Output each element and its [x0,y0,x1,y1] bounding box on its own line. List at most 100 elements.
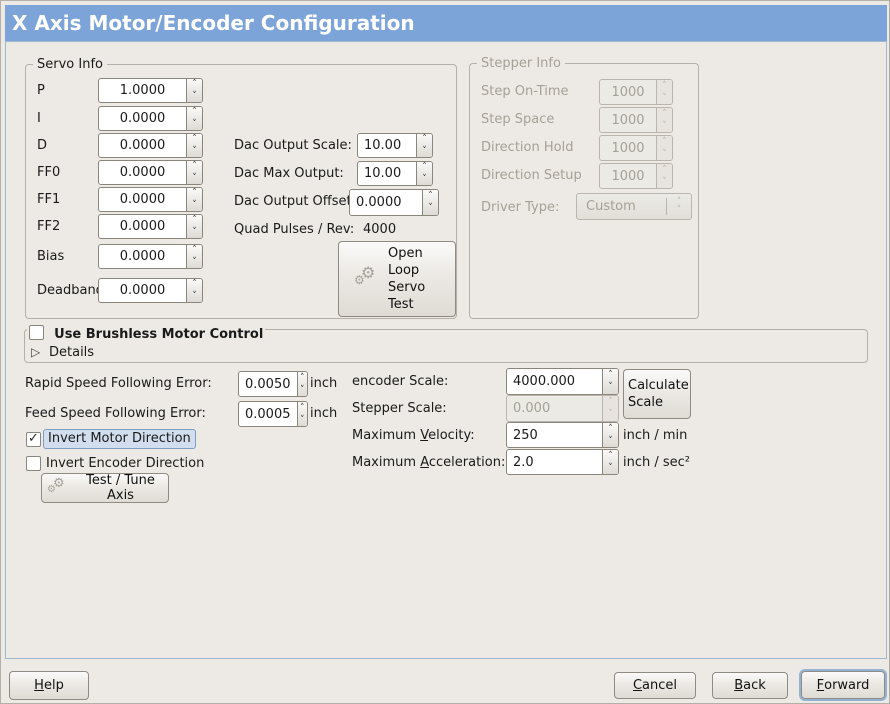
use-brushless-checkbox[interactable] [29,325,44,340]
invert-encoder-label[interactable]: Invert Encoder Direction [46,456,205,471]
d-value[interactable]: 0.0000 [119,138,166,153]
label-driver-type: Driver Type: [481,200,560,215]
use-brushless-label[interactable]: Use Brushless Motor Control [54,327,264,342]
spin-up-icon[interactable] [298,402,308,414]
ff0-spinbox[interactable]: 0.0000 [98,160,203,185]
rapid-following-error-spinbox[interactable]: 0.0050 [238,371,308,397]
spin-up-icon[interactable] [187,79,202,91]
spin-down-icon[interactable] [187,119,202,131]
spin-up-icon[interactable] [187,107,202,119]
details-label[interactable]: Details [49,345,95,360]
i-value[interactable]: 0.0000 [119,111,166,126]
invert-motor-checkbox[interactable]: ✓ [26,432,41,447]
spin-down-icon[interactable] [187,291,202,303]
dac-output-scale-arrows[interactable] [416,134,432,157]
invert-motor-label[interactable]: Invert Motor Direction [43,429,196,449]
ff1-spinbox[interactable]: 0.0000 [98,187,203,212]
deadband-spinbox[interactable]: 0.0000 [98,278,203,303]
feed-following-error-arrows[interactable] [296,402,308,426]
ff1-spin-arrows[interactable] [186,188,202,211]
spin-up-icon[interactable] [187,188,202,200]
dac-max-output-arrows[interactable] [416,162,432,185]
ff1-value[interactable]: 0.0000 [119,192,166,207]
spin-down-icon[interactable] [187,146,202,158]
dac-output-scale-value[interactable]: 10.00 [364,138,402,153]
spin-down-icon[interactable] [187,227,202,239]
p-spin-arrows[interactable] [186,79,202,102]
encoder-scale-spinbox[interactable]: 4000.000 [506,368,619,395]
bias-spin-arrows[interactable] [186,245,202,268]
encoder-scale-arrows[interactable] [602,369,618,394]
d-spin-arrows[interactable] [186,134,202,157]
d-spinbox[interactable]: 0.0000 [98,133,203,158]
spin-down-icon[interactable] [417,174,432,186]
max-acceleration-spinbox[interactable]: 2.0 [506,449,619,475]
bias-value[interactable]: 0.0000 [119,249,166,264]
deadband-spin-arrows[interactable] [186,279,202,302]
dac-output-offset-value[interactable]: 0.0000 [356,195,402,210]
spin-down-icon[interactable] [423,203,438,216]
ff0-value[interactable]: 0.0000 [119,165,166,180]
spin-down-icon[interactable] [417,146,432,158]
spin-up-icon[interactable] [417,134,432,146]
max-acceleration-arrows[interactable] [602,450,618,474]
p-spinbox[interactable]: 1.0000 [98,78,203,103]
feed-following-error-spinbox[interactable]: 0.0005 [238,401,308,427]
encoder-scale-value[interactable]: 4000.000 [513,374,576,389]
spin-up-icon[interactable] [187,279,202,291]
spin-up-icon[interactable] [187,245,202,257]
rapid-following-error-arrows[interactable] [296,372,308,396]
test-tune-axis-button[interactable]: ⚙⚙ Test / Tune Axis [41,473,169,503]
max-velocity-spinbox[interactable]: 250 [506,422,619,448]
rapid-following-error-value[interactable]: 0.0050 [245,376,291,392]
spin-down-icon[interactable] [187,173,202,185]
max-velocity-arrows[interactable] [602,423,618,447]
ff2-spin-arrows[interactable] [186,215,202,238]
spin-down-icon[interactable] [187,200,202,212]
max-velocity-value[interactable]: 250 [513,427,538,443]
i-spinbox[interactable]: 0.0000 [98,106,203,131]
i-spin-arrows[interactable] [186,107,202,130]
label-encoder-scale: encoder Scale: [352,374,449,389]
dac-output-offset-spinbox[interactable]: 0.0000 [349,189,439,216]
p-value[interactable]: 1.0000 [119,83,166,98]
spin-up-icon[interactable] [298,372,308,384]
spin-down-icon[interactable] [298,384,308,396]
details-expander-icon[interactable]: ▷ [31,345,41,359]
dac-output-scale-spinbox[interactable]: 10.00 [357,133,433,158]
spin-down-icon[interactable] [603,382,618,395]
spin-down-icon[interactable] [187,91,202,103]
max-acceleration-value[interactable]: 2.0 [513,454,534,470]
spin-up-icon[interactable] [187,215,202,227]
deadband-value[interactable]: 0.0000 [119,283,166,298]
feed-following-error-value[interactable]: 0.0005 [245,406,291,422]
dac-max-output-spinbox[interactable]: 10.00 [357,161,433,186]
spin-down-icon[interactable] [298,414,308,426]
spin-down-icon[interactable] [603,462,618,474]
dac-output-offset-arrows[interactable] [422,190,438,215]
stepper-scale-spinbox: 0.000 [506,395,619,422]
bias-spinbox[interactable]: 0.0000 [98,244,203,269]
spin-up-icon[interactable] [603,423,618,435]
spin-down-icon[interactable] [187,257,202,269]
spin-down-icon[interactable] [603,435,618,447]
spin-up-icon[interactable] [423,190,438,203]
step-on-time-spinbox: 1000 [599,79,673,105]
ff2-spinbox[interactable]: 0.0000 [98,214,203,239]
spin-up-icon[interactable] [187,134,202,146]
ff0-spin-arrows[interactable] [186,161,202,184]
spin-up-icon[interactable] [603,369,618,382]
dac-max-output-value[interactable]: 10.00 [364,166,402,181]
ff2-value[interactable]: 0.0000 [119,219,166,234]
spin-up-icon[interactable] [603,450,618,462]
spin-up-icon[interactable] [187,161,202,173]
open-loop-servo-test-button[interactable]: ⚙⚙ Open Loop Servo Test [338,241,456,317]
spin-up-icon[interactable] [417,162,432,174]
calculate-scale-button[interactable]: Calculate Scale [623,369,691,419]
spin-up-icon [603,396,618,409]
invert-encoder-checkbox[interactable] [26,456,41,471]
